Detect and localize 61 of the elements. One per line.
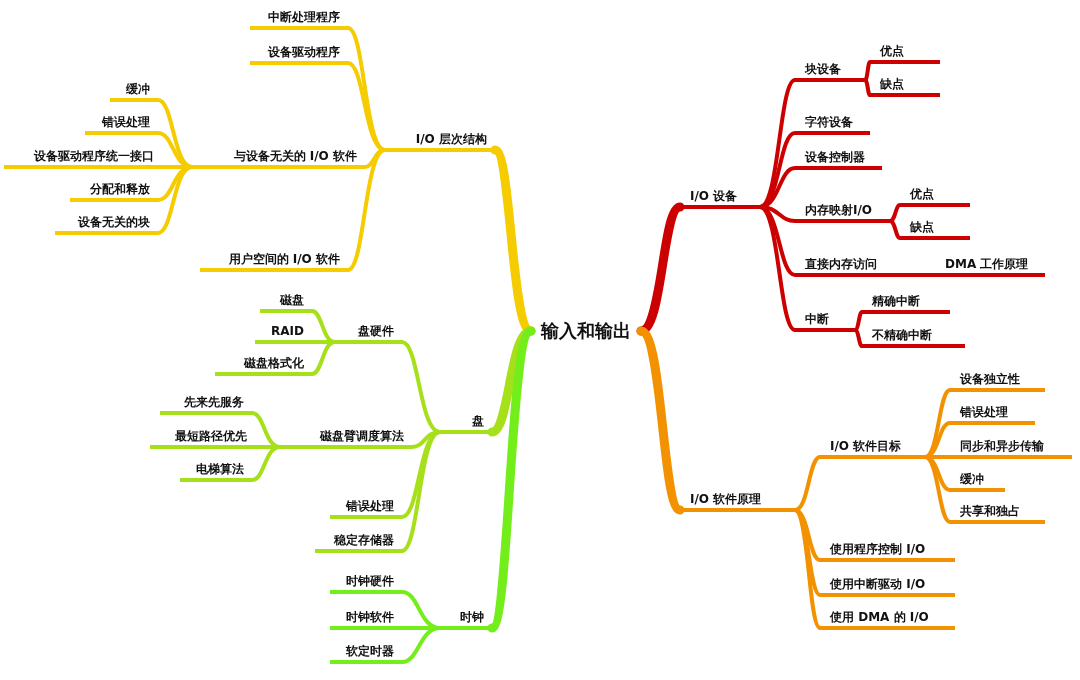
topic-label: 错误处理 [85,113,158,135]
topic-label: 共享和独占 [950,502,1045,524]
branch-line [863,78,872,97]
topic-label: 盘 [440,412,492,434]
branch-line [853,328,864,348]
topic-label: 使用 DMA 的 I/O [820,608,955,630]
topic-label: 中断处理程序 [250,8,348,30]
topic-label: 设备驱动程序 [250,43,348,65]
topic-label: 优点 [900,185,970,207]
topic-label: 分配和释放 [70,180,158,202]
topic-label: 字符设备 [795,113,870,135]
topic-label: 磁盘 [260,291,312,313]
topic-label: 先来先服务 [160,393,252,415]
topic-label: 错误处理 [950,403,1035,425]
topic-label: 块设备 [795,60,865,82]
topic-label: I/O 设备 [680,187,760,209]
topic-label: 磁盘格式化 [215,354,312,376]
topic-label: 设备独立性 [950,370,1045,392]
topic-label: 中断 [795,310,855,332]
topic-label: I/O 层次结构 [385,130,495,152]
topic-label: 使用程序控制 I/O [820,540,955,562]
topic-label: 设备驱动程序统一接口 [4,147,162,169]
topic-label: 缓冲 [950,470,1005,492]
branch-line [853,310,864,332]
topic-label: 软定时器 [330,642,402,664]
branch-line [346,148,387,272]
topic-label: 时钟 [440,608,492,630]
topic-label: 精确中断 [862,292,950,314]
central-topic: 输入和输出 [531,318,641,344]
branch-line [888,219,902,240]
topic-label: 使用中断驱动 I/O [820,575,955,597]
topic-label: 稳定存储器 [315,531,402,553]
topic-label: 错误处理 [330,497,402,519]
topic-label: 缺点 [870,75,940,97]
topic-label: 电梯算法 [180,460,252,482]
topic-label: 时钟硬件 [330,572,402,594]
topic-label: 同步和异步传输 [950,437,1072,459]
branch-line [888,203,902,223]
branch-line [863,60,872,82]
topic-label: 与设备无关的 I/O 软件 [192,147,365,169]
branch-line [928,273,937,277]
topic-label: DMA 工作原理 [935,255,1045,277]
topic-label: 时钟软件 [330,608,402,630]
topic-label: 最短路径优先 [150,427,255,449]
topic-label: 优点 [870,42,940,64]
topic-label: 缺点 [900,218,970,240]
topic-label: 内存映射I/O [795,201,890,223]
topic-label: 盘硬件 [335,322,402,344]
topic-label: 设备控制器 [795,148,882,170]
branch-line [793,508,822,630]
topic-label: 不精确中断 [862,326,965,348]
topic-label: I/O 软件目标 [820,437,925,459]
topic-label: 磁盘臂调度算法 [280,427,412,449]
topic-label: 设备无关的块 [55,213,158,235]
topic-label: RAID [255,322,312,344]
topic-label: 缓冲 [110,80,158,102]
branch-line [636,326,685,515]
branch-line [487,326,536,633]
topic-label: 用户空间的 I/O 软件 [200,250,348,272]
topic-label: 直接内存访问 [795,255,930,277]
topic-label: I/O 软件原理 [680,490,795,512]
